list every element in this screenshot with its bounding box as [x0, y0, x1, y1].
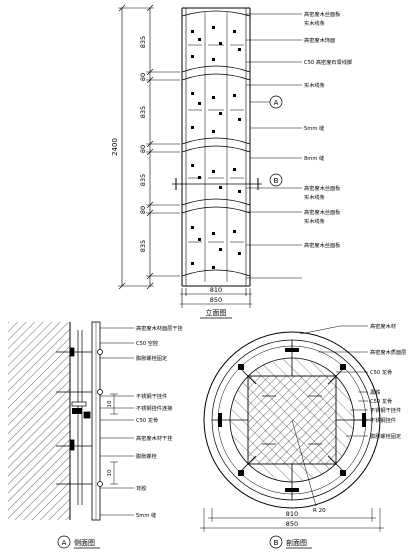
elev-callout-11: 实木线条	[304, 217, 325, 225]
elevation-title: 立面图	[206, 308, 227, 317]
elevation-leaders	[246, 13, 302, 279]
sec-a-callout-8: 膨胀螺栓	[136, 452, 158, 460]
elev-callout-8: 高密度木丝面板	[304, 184, 341, 192]
column-elevation	[172, 7, 262, 287]
elev-callout-5: 实木线条	[304, 81, 325, 89]
section-b-dims	[200, 419, 384, 532]
section-a-dims	[110, 393, 118, 485]
sec-b-callout-6: 不锈钢干挂件	[370, 406, 401, 414]
section-marker-a: A B	[250, 95, 283, 187]
dim-h4: 80	[139, 145, 147, 153]
dim-total-height: 2400	[111, 138, 119, 156]
sec-b-callout-3: C50 龙骨	[370, 368, 392, 376]
dim-h6: 80	[139, 206, 147, 214]
sec-a-callout-6: C50 龙骨	[136, 416, 158, 424]
sec-b-callout-8: 膨胀螺栓固定	[370, 432, 401, 440]
section-marker-a-label: A	[274, 99, 279, 107]
sec-b-callout-2: 高密度木质面层	[370, 348, 406, 356]
sec-a-callout-5: 不锈钢挂件连接	[136, 404, 172, 412]
section-a-dim-1: 10	[107, 400, 113, 407]
section-a-label: A	[62, 539, 67, 547]
elev-callout-4: C50 高密度石膏线脚	[304, 58, 352, 66]
sec-a-callout-7: 高密度木材干挂	[136, 434, 172, 442]
elev-callout-9: 实木线条	[304, 193, 325, 201]
elev-callout-6: 5mm 缝	[304, 124, 324, 132]
dim-h2: 80	[139, 73, 147, 81]
dim-h5: 835	[139, 174, 147, 186]
dim-h3: 835	[139, 106, 147, 118]
section-b-dim-outer: 850	[286, 520, 298, 528]
section-a-dim-2: 10	[107, 469, 113, 476]
elev-callout-7: 8mm 缝	[304, 154, 324, 162]
sec-a-callout-2: C50 空腔	[136, 339, 158, 347]
dim-width-outer: 850	[210, 296, 222, 304]
section-b-title-block: B 剖面图	[269, 535, 312, 549]
sec-b-callout-7: 不锈钢挂件	[370, 416, 396, 424]
section-b-radius: R 20	[313, 508, 326, 514]
section-b-leaders	[299, 325, 368, 437]
sec-b-callout-1: 高密度木材	[370, 322, 396, 330]
sec-b-callout-4: 黑铁	[370, 388, 380, 396]
elev-callout-3: 高密度木饰面	[304, 36, 335, 44]
elev-callout-1: 高密度木丝面板	[304, 10, 341, 18]
dim-h7: 835	[139, 240, 147, 252]
section-marker-b-label: B	[274, 177, 279, 185]
section-b-dim-inner: 810	[286, 510, 298, 518]
width-dimensions	[180, 288, 252, 308]
sec-a-callout-10: 5mm 缝	[136, 511, 156, 519]
elev-callout-2: 实木线条	[304, 19, 325, 27]
elev-callout-10: 高密度木丝面板	[304, 208, 341, 216]
section-b-title: 剖面图	[286, 538, 307, 547]
sec-a-callout-1: 高密度木材面层干挂	[136, 324, 183, 332]
section-a-title: 侧面图	[74, 538, 95, 547]
elev-callout-12: 高密度木丝面板	[304, 241, 341, 249]
section-a-title-block: A 侧面图	[57, 535, 100, 549]
sec-b-callout-5: C50 龙骨	[370, 397, 392, 405]
sec-a-callout-4: 不锈钢干挂件	[136, 392, 167, 400]
sec-a-callout-3: 膨胀螺栓固定	[136, 354, 167, 362]
height-dimensions	[118, 4, 180, 290]
sec-a-callout-9: 背胶	[136, 484, 146, 492]
section-a-detail	[8, 321, 103, 521]
section-a-leaders	[100, 327, 134, 516]
dim-width-inner: 810	[210, 286, 222, 294]
dim-h1: 835	[139, 36, 147, 48]
section-b-label: B	[274, 539, 279, 547]
